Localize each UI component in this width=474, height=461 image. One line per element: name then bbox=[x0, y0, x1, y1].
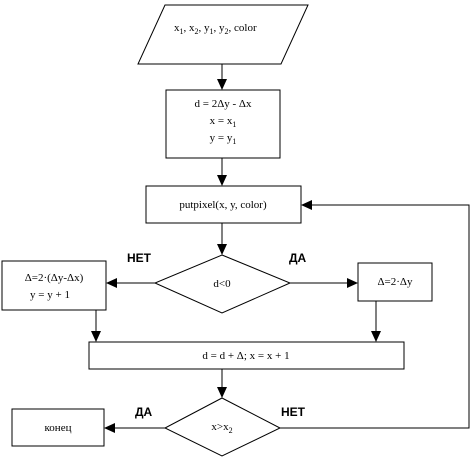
init-line2: x = x1 bbox=[210, 115, 237, 129]
end-node: конец bbox=[11, 408, 105, 447]
edges bbox=[91, 64, 470, 433]
label-net-1: НЕТ bbox=[127, 251, 152, 265]
decision-d-node: d<0 bbox=[153, 254, 292, 314]
input-text: x1, x2, y1, y2, color bbox=[174, 22, 257, 36]
label-da-1: ДА bbox=[289, 251, 307, 265]
arrow-update-decision2 bbox=[217, 387, 227, 398]
arrow-yes-update bbox=[371, 331, 381, 342]
arrow-init-putpixel bbox=[217, 175, 227, 186]
init-line3: y = y1 bbox=[210, 132, 237, 146]
update-text: d = d + Δ; x = x + 1 bbox=[202, 350, 289, 362]
arrow-input-init bbox=[217, 79, 227, 90]
arrow-loop-back bbox=[301, 200, 312, 210]
init-node: d = 2Δy - Δx x = x1 y = y1 bbox=[165, 89, 281, 159]
init-line1: d = 2Δy - Δx bbox=[194, 98, 252, 110]
no-branch-node: Δ=2·(Δy-Δx) y = y + 1 bbox=[1, 260, 107, 311]
end-text: конец bbox=[45, 422, 72, 434]
arrow-decision-no bbox=[106, 278, 117, 288]
input-node: x1, x2, y1, y2, color bbox=[137, 4, 309, 65]
yes-branch-node: Δ=2·Δy bbox=[357, 262, 433, 302]
label-net-2: НЕТ bbox=[281, 405, 306, 419]
decision-x-node: x>x2 bbox=[163, 397, 282, 457]
arrow-decision2-end bbox=[104, 423, 115, 433]
no-branch-line2: y = y + 1 bbox=[30, 289, 70, 301]
putpixel-text: putpixel(x, y, color) bbox=[179, 199, 267, 211]
arrow-putpixel-decision bbox=[217, 244, 227, 255]
update-node: d = d + Δ; x = x + 1 bbox=[88, 341, 405, 370]
no-branch-line1: Δ=2·(Δy-Δx) bbox=[25, 272, 84, 284]
decision-x-text: x>x2 bbox=[211, 421, 232, 435]
arrow-decision-yes bbox=[347, 278, 358, 288]
putpixel-node: putpixel(x, y, color) bbox=[145, 185, 302, 224]
decision-d-text: d<0 bbox=[213, 278, 231, 290]
label-da-2: ДА bbox=[135, 405, 153, 419]
edge-loop-back bbox=[280, 204, 470, 429]
arrow-no-update bbox=[91, 331, 101, 342]
yes-branch-text: Δ=2·Δy bbox=[377, 276, 413, 288]
